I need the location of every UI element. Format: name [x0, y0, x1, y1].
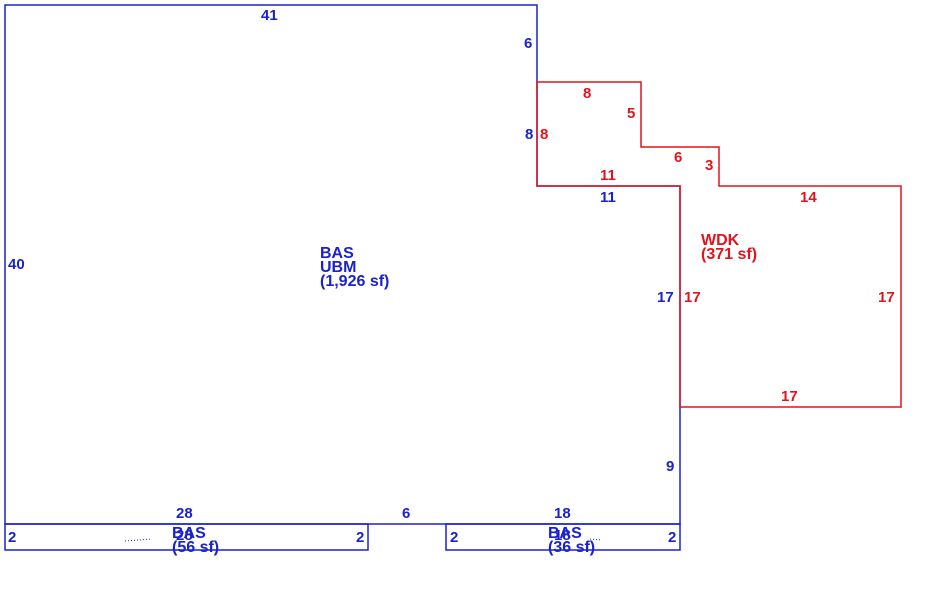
dimension-deck-bottom: 17 — [781, 388, 798, 405]
area-code: WDK — [701, 232, 740, 249]
area-size: (1,926 sf) — [320, 273, 390, 290]
area-size: (56 sf) — [172, 539, 220, 556]
dimension-left-porch-left: 2 — [8, 529, 17, 546]
area-code: BAS — [320, 245, 354, 262]
left-porch-outline — [4, 523, 369, 551]
area-code: BAS — [172, 525, 206, 542]
dotted-marker — [124, 538, 153, 542]
right-porch-outline — [445, 523, 681, 551]
area-code: BAS — [548, 525, 582, 542]
dimension-deck-top-1: 8 — [583, 85, 592, 102]
dimension-right-porch-left: 2 — [450, 529, 459, 546]
dimension-deck-top-3: 14 — [800, 189, 817, 206]
wood-deck-outline — [536, 81, 902, 408]
dimension-right-porch-overlap: 18 — [554, 527, 571, 544]
dimension-main-notch-side: 8 — [525, 126, 534, 143]
dimension-left-porch-right: 2 — [356, 529, 365, 546]
dimension-deck-left-notch: 8 — [540, 126, 549, 143]
dimension-deck-left: 17 — [684, 289, 701, 306]
dimension-main-right-lower: 9 — [666, 458, 675, 475]
dimension-main-left: 40 — [8, 256, 25, 273]
dimension-main-right-mid: 17 — [657, 289, 674, 306]
dimension-main-bottom-gap: 6 — [402, 505, 411, 522]
area-subcode: UBM — [320, 259, 357, 276]
dimension-main-notch-bottom: 11 — [600, 189, 616, 206]
area-label-main: BAS UBM (1,926 sf) — [320, 245, 390, 290]
area-size: (371 sf) — [701, 246, 758, 263]
dimension-deck-step-1: 5 — [627, 105, 636, 122]
dimension-deck-right: 17 — [878, 289, 895, 306]
area-label-right-porch: BAS (36 sf) — [548, 525, 596, 556]
dimension-main-bottom-left: 28 — [176, 505, 193, 522]
dimension-deck-notch-bottom: 11 — [600, 167, 616, 184]
dimension-main-right-upper: 6 — [524, 35, 533, 52]
dimension-deck-step-2: 3 — [705, 157, 714, 174]
dimension-left-porch-overlap: 28 — [176, 527, 193, 544]
area-size: (36 sf) — [548, 539, 596, 556]
dimension-deck-top-2: 6 — [674, 149, 683, 166]
dimension-right-porch-right: 2 — [668, 529, 677, 546]
area-label-deck: WDK (371 sf) — [701, 232, 758, 263]
dotted-marker — [589, 538, 603, 541]
dimension-main-bottom-right: 18 — [554, 505, 571, 522]
dimension-main-top: 41 — [261, 7, 278, 24]
area-label-left-porch: BAS (56 sf) — [172, 525, 220, 556]
